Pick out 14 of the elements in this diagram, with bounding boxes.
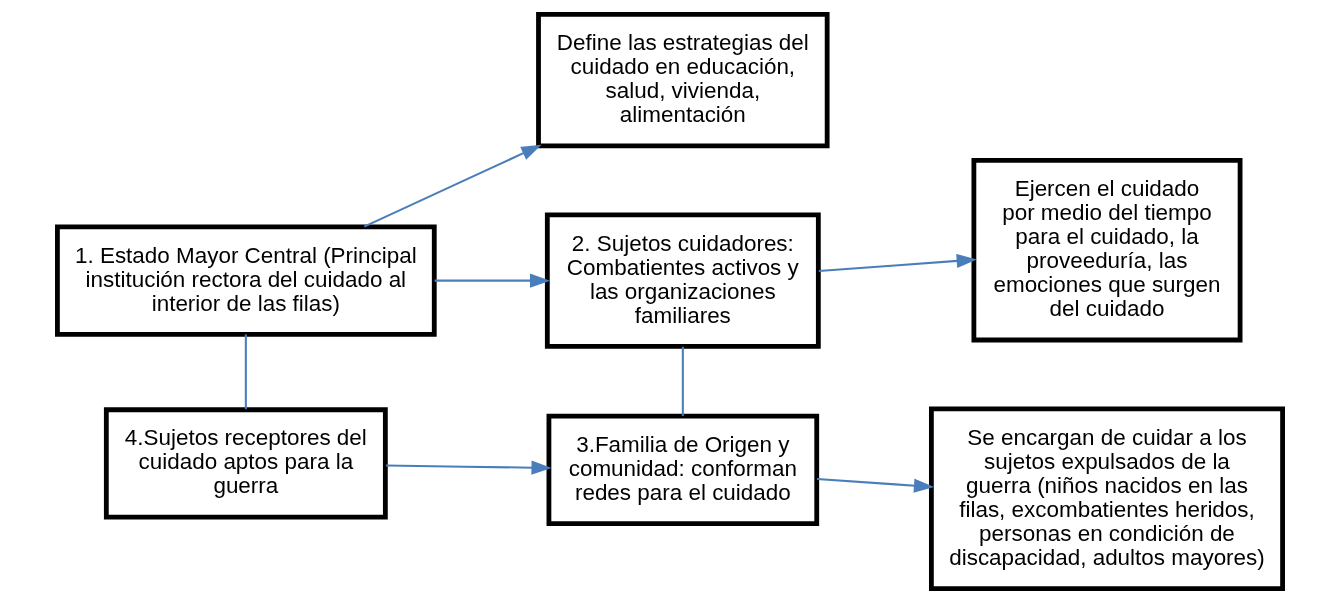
arrow xyxy=(434,273,550,288)
node-box: 2. Sujetos cuidadores: Combatientes activos y las organizaciones familiares xyxy=(544,212,821,349)
node-box: Ejercen el cuidado por medio del tiempo para el cuidado, la proveeduría, las emociones que surgen del cuidado xyxy=(971,157,1242,343)
node-box: Define las estrategias del cuidado en educación, salud, vivienda, alimentación xyxy=(535,12,830,149)
connector xyxy=(244,334,247,410)
arrow xyxy=(818,253,977,272)
arrow xyxy=(385,460,552,475)
node-box: Se encargan de cuidar a los sujetos expulsados de la guerra (niños nacidos en las filas, excombatientes heridos, personas en condición de discapacidad, adultos mayores) xyxy=(928,406,1285,591)
node-box: 3.Familia de Origen y comunidad: conforman redes para el cuidado xyxy=(546,413,819,526)
arrow xyxy=(363,144,541,228)
connector xyxy=(681,346,684,416)
arrow xyxy=(816,477,934,493)
node-box: 1. Estado Mayor Central (Principal institución rectora del cuidado al interior de las filas) xyxy=(54,224,437,337)
node-box: 4.Sujetos receptores del cuidado aptos para la guerra xyxy=(103,407,388,520)
